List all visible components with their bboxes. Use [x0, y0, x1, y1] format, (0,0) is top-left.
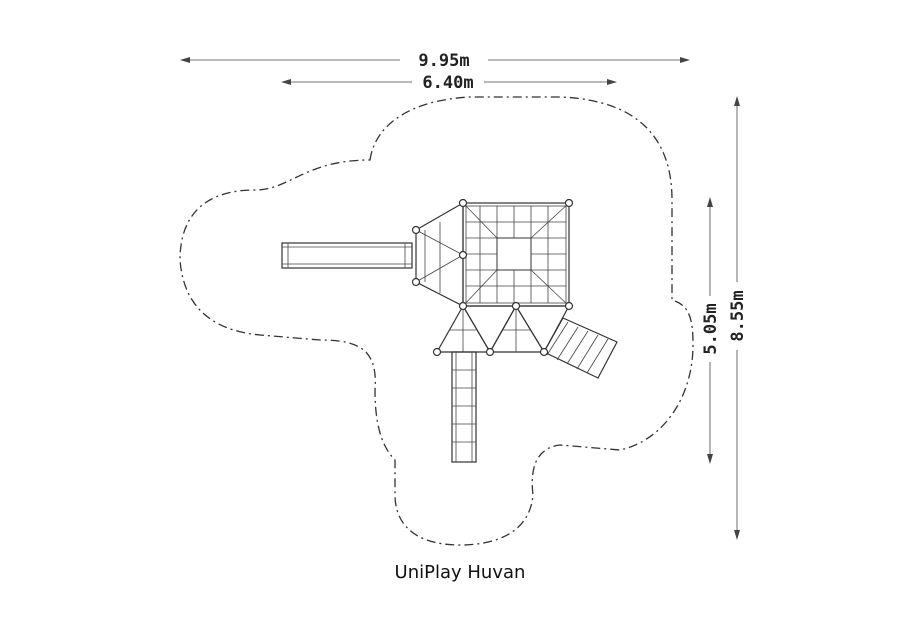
- left-roof-section: [415, 201, 464, 307]
- dimension-overall-depth: 8.55m: [728, 96, 748, 540]
- bottom-ladder: [451, 351, 477, 463]
- dimension-platform-depth: 5.05m: [701, 197, 721, 464]
- arrow-right-icon: [607, 79, 617, 85]
- post-marker: [539, 347, 549, 357]
- post-marker: [411, 225, 421, 235]
- bottom-roof-sections: [435, 304, 571, 354]
- post-marker: [458, 250, 468, 260]
- post-marker: [564, 198, 574, 208]
- overall-depth-label: 8.55m: [728, 290, 748, 341]
- arrow-left-icon: [180, 57, 190, 63]
- post-marker: [485, 347, 495, 357]
- left-slide: [281, 242, 413, 269]
- arrow-up-icon: [734, 96, 740, 106]
- post-marker: [458, 198, 468, 208]
- post-marker: [458, 301, 468, 311]
- posts: [411, 198, 574, 357]
- post-marker: [564, 301, 574, 311]
- tower-platform: [462, 202, 570, 307]
- platform-width-label: 6.40m: [422, 73, 473, 93]
- overall-width-label: 9.95m: [418, 51, 469, 71]
- arrow-down-icon: [734, 530, 740, 540]
- dimension-overall-width: 9.95m: [180, 51, 690, 71]
- dimension-platform-width: 6.40m: [281, 73, 617, 93]
- safety-zone-outline: [179, 96, 694, 546]
- platform-opening: [496, 237, 532, 271]
- right-diagonal-ladder: [543, 317, 618, 379]
- post-marker: [511, 301, 521, 311]
- arrow-up-icon: [707, 197, 713, 207]
- product-title: UniPlay Huvan: [395, 562, 526, 583]
- arrow-down-icon: [707, 454, 713, 464]
- arrow-left-icon: [281, 79, 291, 85]
- platform-depth-label: 5.05m: [701, 303, 721, 354]
- post-marker: [432, 347, 442, 357]
- post-marker: [411, 277, 421, 287]
- arrow-right-icon: [680, 57, 690, 63]
